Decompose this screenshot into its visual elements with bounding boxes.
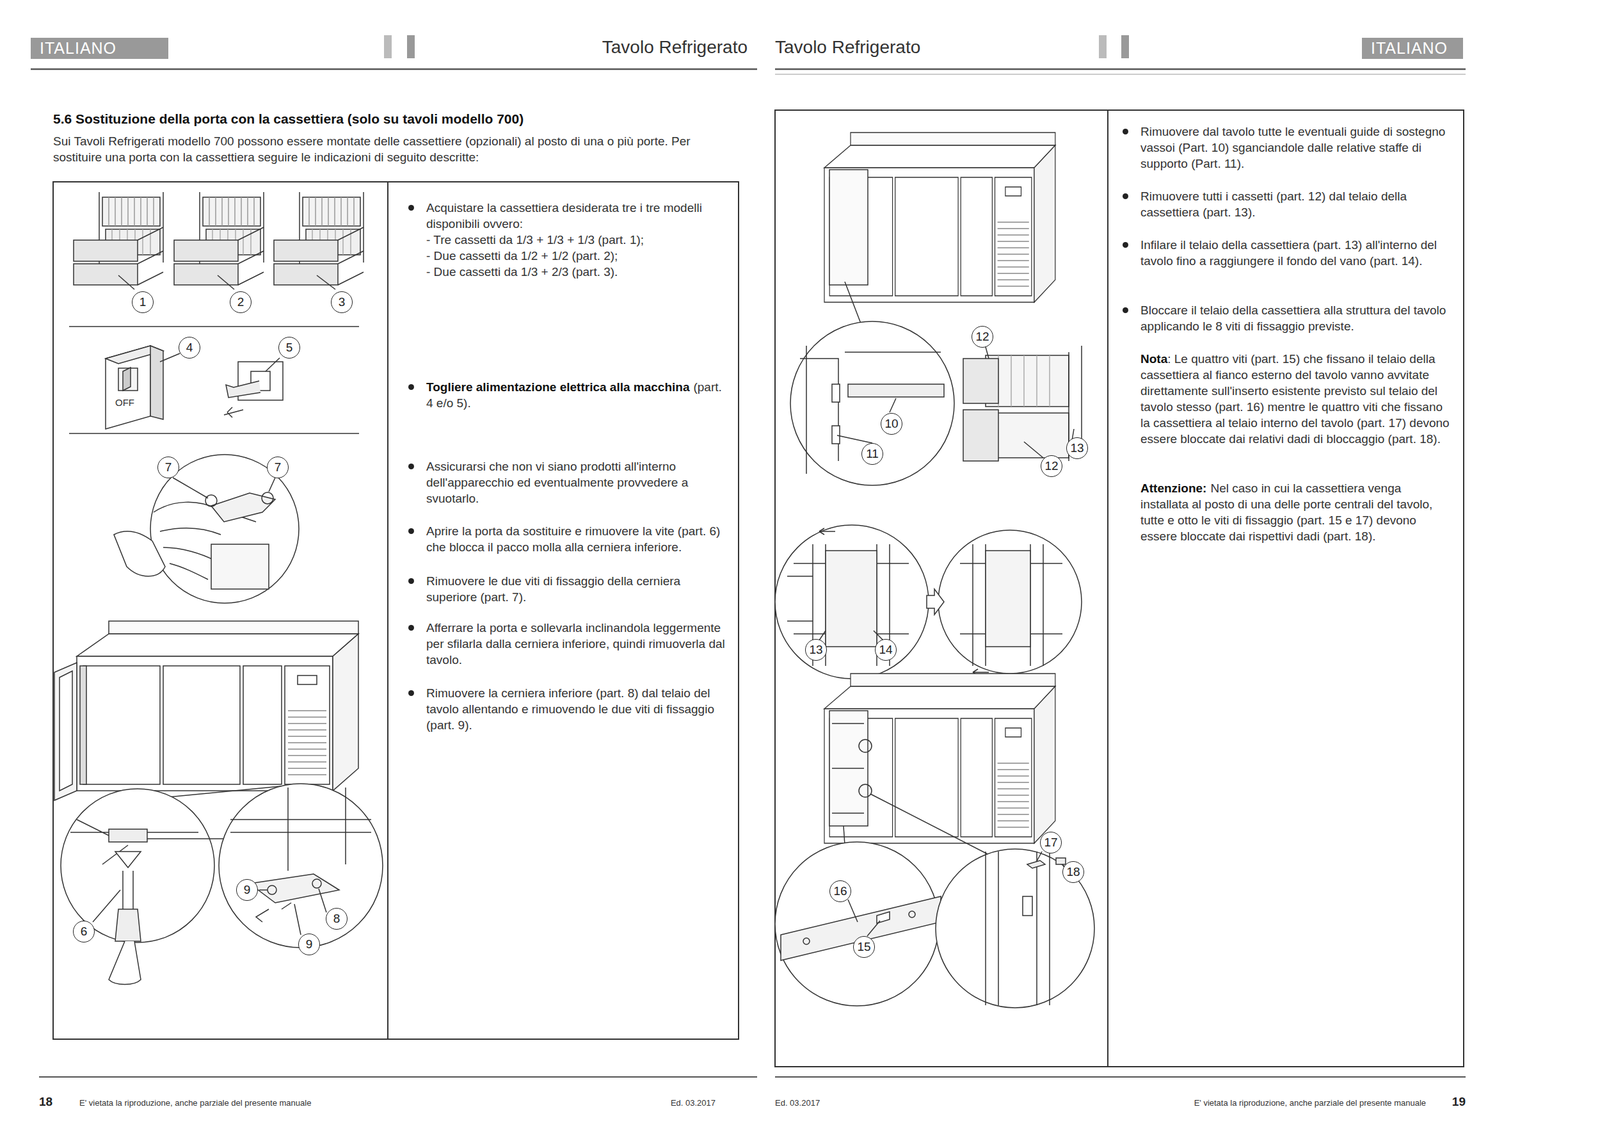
edition: Ed. 03.2017 xyxy=(670,1097,716,1108)
instruction-text: Assicurarsi che non vi siano prodotti al… xyxy=(426,459,688,505)
running-header: Tavolo Refrigerato xyxy=(775,37,921,58)
bullet-dot xyxy=(408,577,415,584)
callout-number: 9 xyxy=(236,878,258,901)
page-number: 19 xyxy=(1452,1094,1466,1109)
page-number: 18 xyxy=(39,1094,53,1109)
paragraph: Aprire la porta da sostituire e rimuover… xyxy=(426,522,730,555)
instruction-text: - Due cassetti da 1/2 + 1/2 (part. 2); xyxy=(426,248,618,263)
bullet-dot xyxy=(1122,128,1129,135)
instruction-text: - Due cassetti da 1/3 + 2/3 (part. 3). xyxy=(426,264,618,279)
instruction-text: Aprire la porta da sostituire e rimuover… xyxy=(426,524,720,554)
bullet-dot xyxy=(408,689,415,696)
footer-note: E' vietata la riproduzione, anche parzia… xyxy=(1194,1097,1426,1108)
bullet-dot xyxy=(1122,241,1129,248)
bullet-dot xyxy=(408,204,415,211)
callout-number: 16 xyxy=(829,880,852,902)
instruction-text: Rimuovere dal tavolo tutte le eventuali … xyxy=(1140,124,1446,171)
callout-number: 17 xyxy=(1040,831,1062,854)
callout-number: 7 xyxy=(157,456,180,479)
paragraph: Rimuovere le due viti di fissaggio della… xyxy=(426,572,730,605)
instruction-text: Infilare il telaio della cassettiera (pa… xyxy=(1140,238,1437,268)
switch-label: OFF xyxy=(113,396,136,408)
paragraph: Togliere alimentazione elettrica alla ma… xyxy=(426,378,730,411)
callout-number: 5 xyxy=(278,336,301,359)
callout-number: 7 xyxy=(266,456,289,479)
language-tab: ITALIANO xyxy=(30,37,126,59)
instruction-text: Acquistare la cassettiera desiderata tre… xyxy=(426,200,703,231)
paragraph: Assicurarsi che non vi siano prodotti al… xyxy=(426,458,730,507)
paragraph: Acquistare la cassettiera desiderata tre… xyxy=(426,199,730,232)
section-title: 5.6 Sostituzione della porta con la cass… xyxy=(53,111,524,127)
callout-number: 15 xyxy=(853,935,875,958)
paragraph: Attenzione:Nel caso in cui la cassettier… xyxy=(1140,480,1451,544)
bullet-dot xyxy=(408,463,415,470)
callout-number: 13 xyxy=(805,638,827,661)
callout-number: 4 xyxy=(178,336,201,359)
paragraph: Rimuovere dal tavolo tutte le eventuali … xyxy=(1140,123,1451,172)
instruction-text: Rimuovere la cerniera inferiore (part. 8… xyxy=(426,686,715,732)
instruction-text: Rimuovere tutti i cassetti (part. 12) da… xyxy=(1140,189,1407,219)
paragraph: Bloccare il telaio della cassettiera all… xyxy=(1140,302,1451,335)
language-tab: ITALIANO xyxy=(1361,37,1457,59)
callout-number: 9 xyxy=(298,933,320,955)
callout-number: 10 xyxy=(880,412,903,435)
paragraph: Rimuovere la cerniera inferiore (part. 8… xyxy=(426,684,730,733)
callout-number: 6 xyxy=(72,920,95,943)
bullet-dot xyxy=(1122,193,1129,200)
intro-text: Sui Tavoli Refrigerati modello 700 posso… xyxy=(53,133,732,166)
callout-number: 2 xyxy=(229,291,252,313)
paragraph: - Tre cassetti da 1/3 + 1/3 + 1/3 (part.… xyxy=(426,231,730,248)
callout-number: 8 xyxy=(325,907,348,930)
callout-number: 18 xyxy=(1062,860,1085,883)
footer-note: E' vietata la riproduzione, anche parzia… xyxy=(79,1097,312,1108)
callout-number: 13 xyxy=(1066,437,1088,459)
callout-number: 14 xyxy=(874,638,897,661)
bullet-dot xyxy=(408,384,415,390)
edition: Ed. 03.2017 xyxy=(775,1097,820,1108)
paragraph: - Due cassetti da 1/3 + 2/3 (part. 3). xyxy=(426,263,730,280)
callout-number: 12 xyxy=(971,325,994,348)
paragraph: Afferrare la porta e sollevarla inclinan… xyxy=(426,619,730,668)
instruction-text: Bloccare il telaio della cassettiera all… xyxy=(1140,303,1446,333)
instruction-text: : Le quattro viti (part. 15) che fissano… xyxy=(1140,352,1450,446)
instruction-text: Afferrare la porta e sollevarla inclinan… xyxy=(426,620,726,667)
callout-number: 12 xyxy=(1040,455,1063,477)
running-header: Tavolo Refrigerato xyxy=(602,37,748,58)
bullet-dot xyxy=(408,624,415,631)
bullet-dot xyxy=(1122,307,1129,313)
paragraph: Infilare il telaio della cassettiera (pa… xyxy=(1140,236,1451,269)
callout-number: 1 xyxy=(131,291,154,313)
callout-number: 11 xyxy=(861,442,884,465)
instruction-text: Rimuovere le due viti di fissaggio della… xyxy=(426,574,681,604)
callout-number: 3 xyxy=(330,291,353,313)
emphasis-text: Attenzione: xyxy=(1140,481,1207,495)
emphasis-text: Togliere alimentazione elettrica alla ma… xyxy=(426,380,690,394)
paragraph: Nota: Le quattro viti (part. 15) che fis… xyxy=(1140,350,1451,447)
bullet-dot xyxy=(408,528,415,534)
paragraph: Rimuovere tutti i cassetti (part. 12) da… xyxy=(1140,188,1451,221)
paragraph: - Due cassetti da 1/2 + 1/2 (part. 2); xyxy=(426,247,730,264)
instruction-text: - Tre cassetti da 1/3 + 1/3 + 1/3 (part.… xyxy=(426,232,644,247)
emphasis-text: Nota xyxy=(1140,352,1168,366)
